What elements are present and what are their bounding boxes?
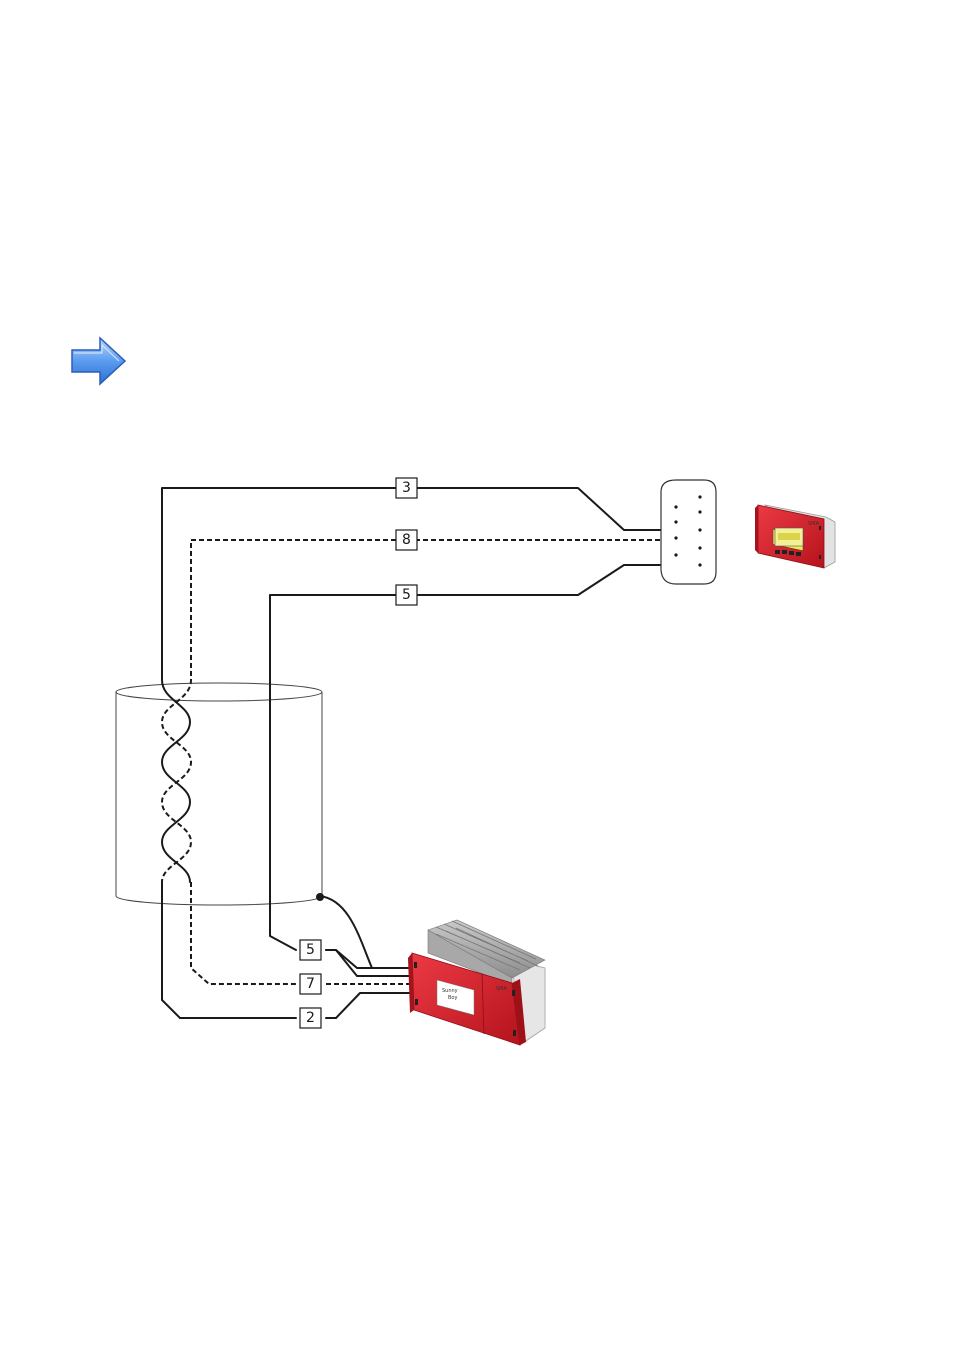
svg-text:Boy: Boy bbox=[448, 995, 457, 1001]
display-device-icon: SMA bbox=[755, 504, 836, 569]
right-arrow-icon bbox=[71, 336, 127, 386]
svg-text:3: 3 bbox=[402, 480, 411, 496]
pin-label-bottom-2: 2 bbox=[299, 1007, 322, 1029]
sub-d-connector-icon bbox=[660, 479, 717, 585]
pin-label-bottom-7: 7 bbox=[299, 973, 322, 995]
svg-text:SMA: SMA bbox=[496, 986, 507, 992]
pin-label-bottom-5: 5 bbox=[299, 939, 322, 961]
lead-pin5-b bbox=[325, 949, 415, 977]
shield-junction-dot bbox=[316, 893, 324, 901]
wire-pin5-to-pin5 bbox=[269, 564, 701, 951]
lead-pin2 bbox=[325, 992, 415, 1019]
svg-text:Sunny: Sunny bbox=[442, 988, 458, 994]
svg-text:5: 5 bbox=[402, 587, 411, 603]
cable-shield bbox=[115, 682, 323, 906]
pin-label-top-5: 5 bbox=[395, 584, 418, 606]
svg-text:8: 8 bbox=[402, 532, 411, 548]
pin-label-top-3: 3 bbox=[395, 477, 418, 499]
svg-text:2: 2 bbox=[306, 1010, 315, 1026]
svg-text:5: 5 bbox=[306, 942, 315, 958]
shield-drain-wire bbox=[319, 895, 415, 969]
svg-text:SMA: SMA bbox=[808, 521, 819, 527]
svg-text:7: 7 bbox=[306, 976, 315, 992]
wire-pin8-to-pin7 bbox=[161, 539, 700, 985]
pin-label-top-8: 8 bbox=[395, 529, 418, 551]
inverter-device-icon: Sunny Boy SMA bbox=[408, 919, 546, 1046]
